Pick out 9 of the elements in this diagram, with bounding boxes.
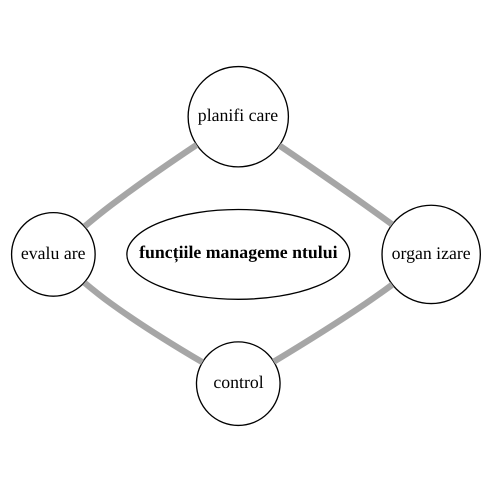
connector xyxy=(82,280,204,365)
node-circle: control xyxy=(196,341,281,426)
node-circle: planifi care xyxy=(187,66,290,168)
node-circle: organ izare xyxy=(381,204,481,304)
node-circle: evalu are xyxy=(10,212,96,297)
connector xyxy=(278,142,394,227)
node-ellipse: funcțiile manageme ntului xyxy=(126,208,350,300)
connector xyxy=(82,142,198,229)
connector xyxy=(272,282,394,364)
